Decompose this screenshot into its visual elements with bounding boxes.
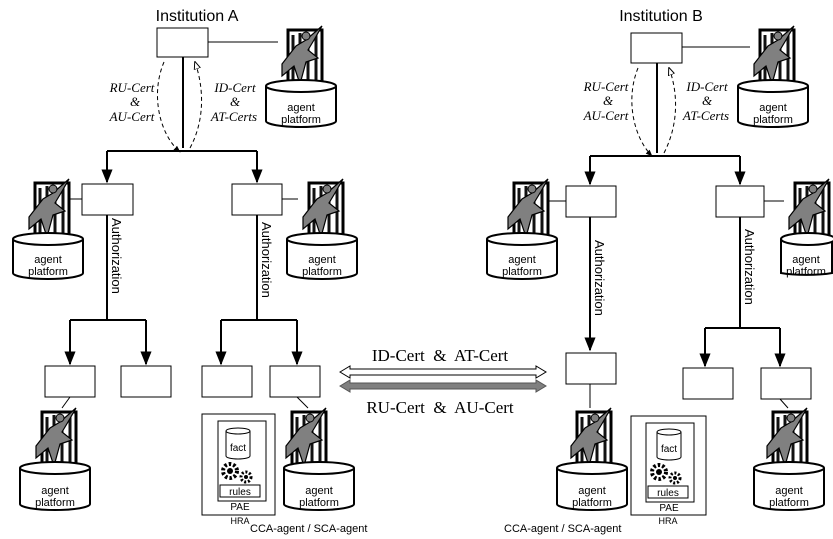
agent-platform: agent platform <box>284 408 354 510</box>
institution-a-l3-box-3 <box>202 366 252 397</box>
svg-text:PAE: PAE <box>659 503 679 514</box>
agent-figure-icon <box>767 408 807 468</box>
svg-text:&: & <box>702 93 713 108</box>
exchange-arrow-filled <box>340 380 546 392</box>
svg-text:agent: agent <box>287 102 315 114</box>
institution-a-ru-au-cert-label: RU-Cert & AU-Cert <box>109 80 155 124</box>
svg-text:platform: platform <box>28 266 68 278</box>
institution-a-l3-box-1 <box>45 366 95 397</box>
institution-b-root-box <box>631 33 682 63</box>
institution-a-l3-box-2 <box>121 366 171 397</box>
agent-figure-icon <box>754 26 794 86</box>
svg-text:platform: platform <box>769 497 809 509</box>
institution-a-title: Institution A <box>156 8 239 25</box>
institution-a-l2-left-box <box>82 184 133 215</box>
agent-figure-icon <box>29 179 69 239</box>
svg-text:agent: agent <box>308 254 336 266</box>
svg-text:agent: agent <box>508 254 536 266</box>
svg-text:platform: platform <box>302 266 342 278</box>
institution-a-id-at-cert-label: ID-Cert & AT-Certs <box>210 80 257 124</box>
svg-text:fact: fact <box>230 443 246 454</box>
svg-text:rules: rules <box>657 488 679 499</box>
svg-text:AU-Cert: AU-Cert <box>109 109 155 124</box>
svg-text:&: & <box>230 94 241 109</box>
agent-platform: agent platform <box>13 179 83 279</box>
institution-b-ru-au-cert-label: RU-Cert & AU-Cert <box>583 79 629 123</box>
agent-figure-icon <box>508 179 548 239</box>
cca-sca-agent-label: CCA-agent / SCA-agent <box>504 523 621 535</box>
svg-text:ID-Cert: ID-Cert <box>685 79 728 94</box>
svg-text:RU-Cert: RU-Cert <box>109 80 155 95</box>
svg-text:agent: agent <box>34 254 62 266</box>
svg-text:platform: platform <box>786 266 826 278</box>
svg-text:agent: agent <box>792 254 820 266</box>
svg-text:platform: platform <box>753 114 793 126</box>
svg-text:AT-Certs: AT-Certs <box>210 109 257 124</box>
svg-text:agent: agent <box>305 485 333 497</box>
svg-text:RU-Cert: RU-Cert <box>583 79 629 94</box>
authorization-label: Authorization <box>259 222 274 298</box>
exchange-bottom-label: RU-Cert & AU-Cert <box>366 398 514 417</box>
institution-b-id-at-cert-label: ID-Cert & AT-Certs <box>682 79 729 123</box>
svg-text:agent: agent <box>759 102 787 114</box>
svg-text:agent: agent <box>41 485 69 497</box>
agent-figure-icon <box>36 408 76 468</box>
exchange-top-label: ID-Cert & AT-Cert <box>372 346 509 365</box>
agent-figure-icon <box>303 179 343 239</box>
institution-b-l3-box-2 <box>761 368 811 399</box>
agent-platform: agent platform <box>738 26 808 127</box>
svg-text:platform: platform <box>299 497 339 509</box>
agent-platform: agent platform <box>287 179 357 279</box>
svg-text:platform: platform <box>281 114 321 126</box>
agent-platform: agent platform <box>266 26 336 127</box>
svg-text:AU-Cert: AU-Cert <box>583 108 629 123</box>
svg-text:HRA: HRA <box>230 516 249 526</box>
institution-a-l3-box-4 <box>270 366 320 397</box>
agent-platform: agent platform <box>20 408 90 510</box>
agent-figure-icon <box>571 408 611 468</box>
agent-figure-icon <box>286 408 326 468</box>
agent-figure-icon <box>789 179 829 239</box>
institution-b-l2-right-box <box>716 186 764 217</box>
svg-text:AT-Certs: AT-Certs <box>682 108 729 123</box>
agent-platform: agent platform <box>781 179 833 278</box>
svg-text:platform: platform <box>572 497 612 509</box>
fact-database-icon: fact <box>657 429 681 460</box>
svg-text:platform: platform <box>502 266 542 278</box>
institution-a-root-box <box>157 28 208 57</box>
svg-text:fact: fact <box>661 444 677 455</box>
svg-text:agent: agent <box>775 485 803 497</box>
institution-b-l3-box-1 <box>683 368 733 399</box>
svg-text:PAE: PAE <box>230 502 250 513</box>
cca-sca-agent-label: CCA-agent / SCA-agent <box>250 523 367 535</box>
svg-text:ID-Cert: ID-Cert <box>213 80 256 95</box>
institution-a-l2-right-box <box>232 184 282 215</box>
authorization-label: Authorization <box>109 218 124 294</box>
authorization-label: Authorization <box>592 240 607 316</box>
institution-b-l3-center-box <box>566 353 616 384</box>
svg-text:HRA: HRA <box>658 516 677 526</box>
fact-database-icon: fact <box>226 428 250 459</box>
svg-text:&: & <box>130 94 141 109</box>
institution-b-title: Institution B <box>619 8 703 25</box>
svg-text:platform: platform <box>35 497 75 509</box>
svg-text:&: & <box>603 93 614 108</box>
institution-b-l2-left-box <box>566 186 616 217</box>
svg-text:rules: rules <box>229 487 251 498</box>
authorization-label: Authorization <box>742 229 757 305</box>
agent-platform: agent platform <box>487 179 557 279</box>
agent-figure-icon <box>282 26 322 86</box>
agent-platform: agent platform <box>557 408 627 510</box>
agent-platform: agent platform <box>754 408 824 510</box>
exchange-arrow-outline <box>340 366 546 378</box>
svg-text:agent: agent <box>578 485 606 497</box>
